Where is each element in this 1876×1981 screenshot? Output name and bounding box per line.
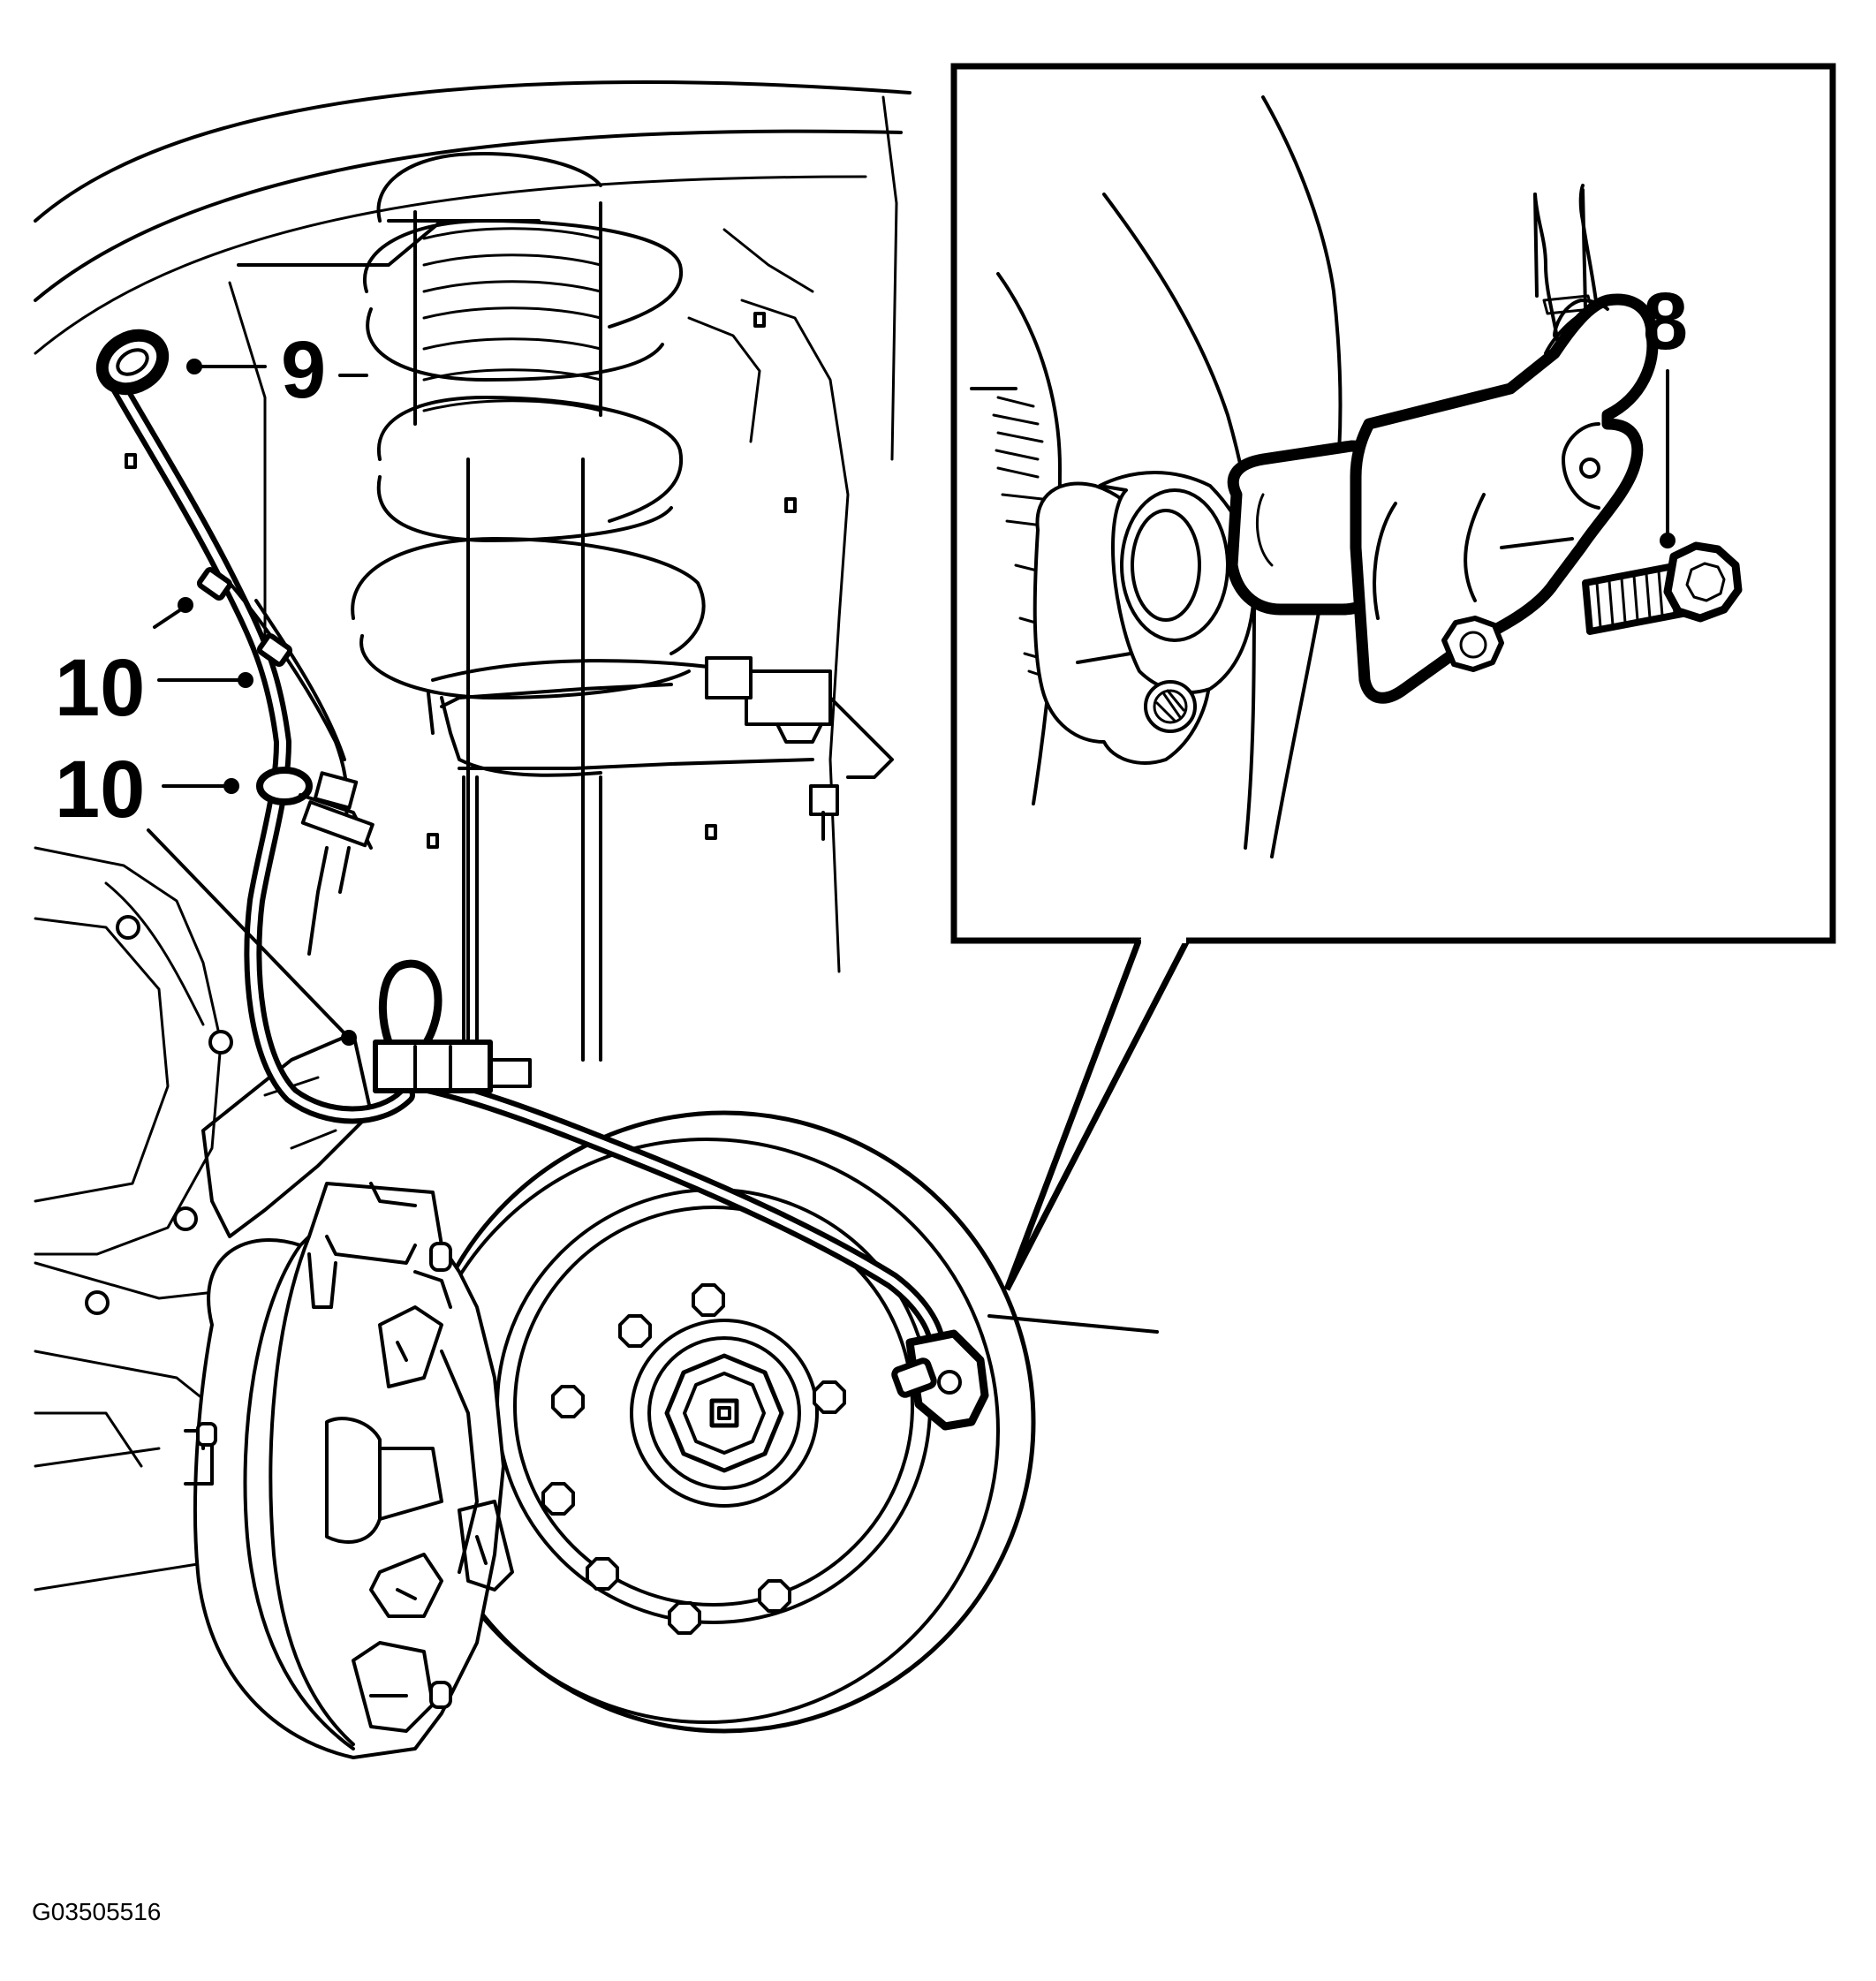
strut-assembly (351, 152, 894, 1062)
detail-inset (950, 63, 1836, 1291)
figure-id: G03505516 (32, 1898, 161, 1925)
callout-8: 8 (1643, 276, 1688, 548)
wheel-speed-sensor (891, 1329, 989, 1431)
wheel-arch (34, 80, 912, 973)
callout-9: 9 (186, 325, 368, 415)
callout-label-9: 9 (281, 325, 326, 415)
callout-10a: 10 (55, 597, 253, 733)
cable-grommet (95, 329, 170, 396)
brake-caliper (184, 1182, 514, 1759)
callout-label-10a: 10 (55, 643, 145, 733)
callout-label-8: 8 (1643, 276, 1688, 367)
callout-10b: 10 (55, 745, 357, 1046)
cable-clips (196, 566, 532, 1093)
callout-label-10b: 10 (55, 745, 145, 835)
sensor-cable (106, 371, 945, 1351)
